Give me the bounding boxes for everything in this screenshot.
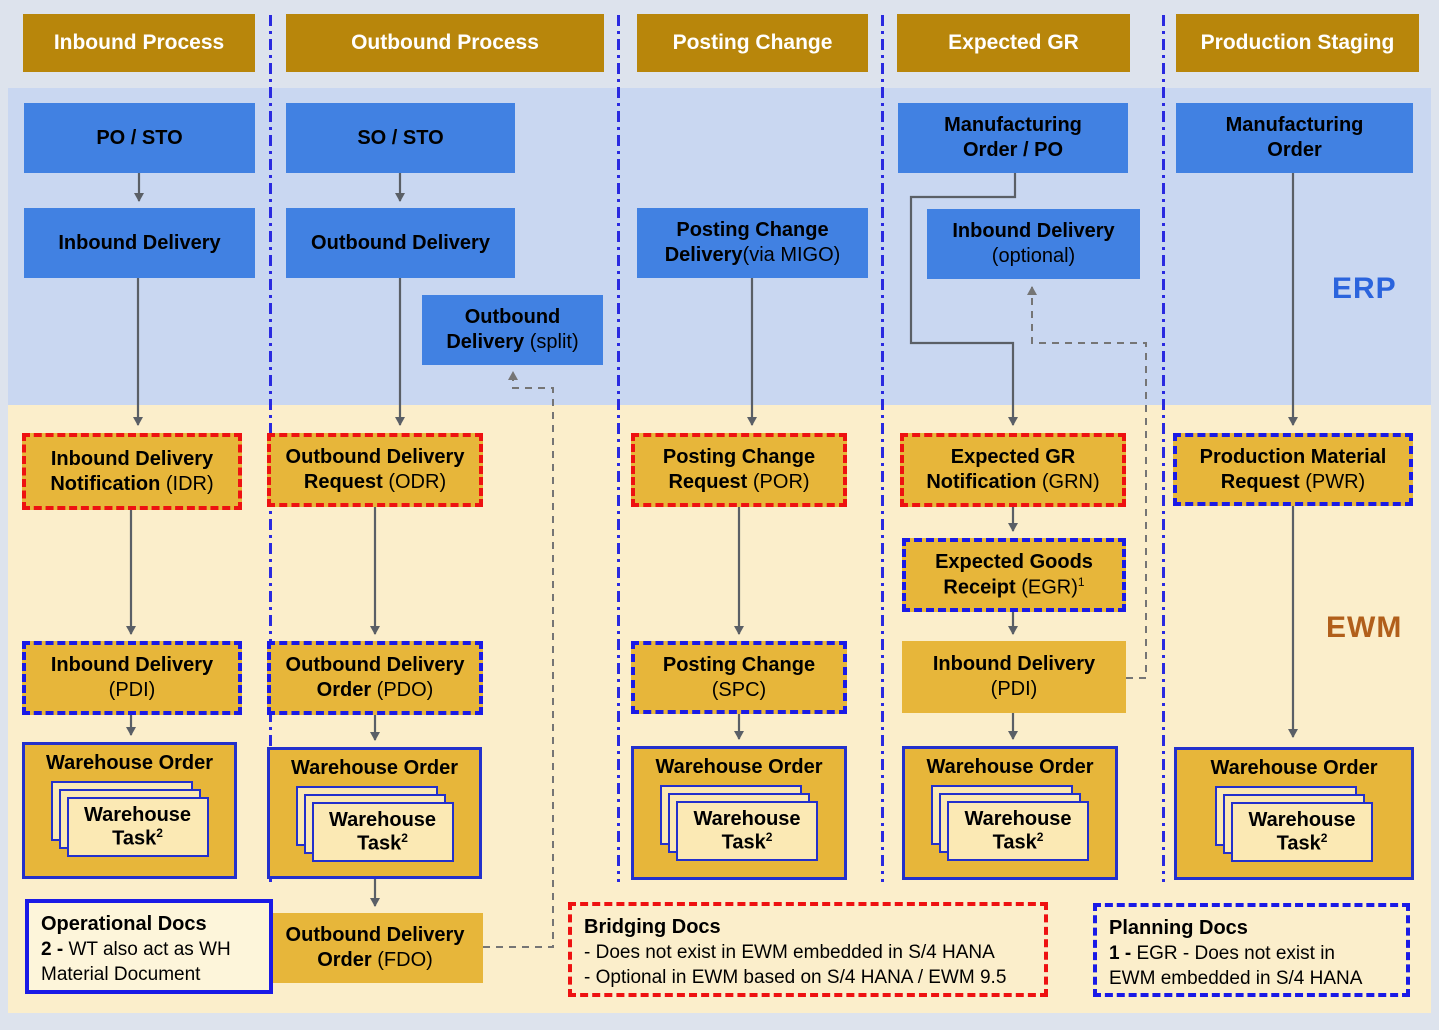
node-inbound-delivery: Inbound Delivery: [24, 208, 255, 278]
legend-note: - Optional in EWM based on S/4 HANA / EW…: [584, 967, 1007, 989]
warehouse-task-stack: Warehouse Task2: [1215, 786, 1373, 864]
legend-note: EWM embedded in S/4 HANA: [1109, 968, 1363, 990]
node-outbound-delivery-split: Outbound Delivery (split): [422, 295, 603, 365]
warehouse-task-card-front: Warehouse Task2: [1231, 802, 1373, 862]
warehouse-order-box-expected-gr: Warehouse Order Warehouse Task2: [902, 746, 1118, 880]
node-production-material-request-pwr: Production Material Request (PWR): [1173, 433, 1413, 506]
legend-operational-docs: Operational Docs 2 - WT also act as WH M…: [25, 899, 273, 994]
warehouse-order-title: Warehouse Order: [45, 752, 214, 774]
legend-note: 2 - WT also act as WH Material Document: [41, 939, 231, 986]
warehouse-task-stack: Warehouse Task2: [931, 785, 1089, 863]
warehouse-task-card-front: Warehouse Task2: [676, 801, 818, 861]
node-expected-gr-notification-grn: Expected GR Notification (GRN): [900, 433, 1126, 507]
warehouse-task-stack: Warehouse Task2: [660, 785, 818, 863]
legend-planning-docs: Planning Docs 1 - EGR - Does not exist i…: [1093, 903, 1410, 997]
legend-note: - Does not exist in EWM embedded in S/4 …: [584, 942, 995, 964]
warehouse-order-box-posting-change: Warehouse Order Warehouse Task2: [631, 746, 847, 880]
erp-zone-label: ERP: [1332, 272, 1397, 305]
warehouse-order-box-production-staging: Warehouse Order Warehouse Task2: [1174, 747, 1414, 880]
node-posting-change-delivery: Posting Change Delivery(via MIGO): [637, 208, 868, 278]
node-inbound-delivery-pdi-expected-gr: Inbound Delivery(PDI): [902, 641, 1126, 713]
legend-title: Planning Docs: [1109, 917, 1248, 939]
warehouse-order-box-outbound: Warehouse Order Warehouse Task2: [267, 747, 482, 879]
warehouse-task-card-front: Warehouse Task2: [66, 797, 209, 857]
warehouse-order-title: Warehouse Order: [290, 757, 459, 779]
warehouse-task-card-front: Warehouse Task2: [947, 801, 1089, 861]
header-posting-change: Posting Change: [637, 14, 868, 72]
legend-title: Operational Docs: [41, 913, 207, 935]
ewm-zone-label: EWM: [1326, 611, 1403, 644]
node-inbound-delivery-pdi: Inbound Delivery(PDI): [22, 641, 242, 715]
node-outbound-delivery-request-odr: Outbound Delivery Request (ODR): [267, 433, 483, 507]
node-outbound-delivery-order-pdo: Outbound Delivery Order (PDO): [267, 641, 483, 715]
warehouse-order-title: Warehouse Order: [655, 756, 823, 778]
node-inbound-delivery-notification-idr: Inbound Delivery Notification (IDR): [22, 433, 242, 510]
warehouse-order-title: Warehouse Order: [926, 756, 1094, 778]
column-separator: [617, 15, 620, 882]
legend-title: Bridging Docs: [584, 916, 721, 938]
node-expected-goods-receipt-egr: Expected Goods Receipt (EGR)1: [902, 538, 1126, 612]
warehouse-order-box-inbound: Warehouse Order Warehouse Task2: [22, 742, 237, 879]
header-outbound-process: Outbound Process: [286, 14, 604, 72]
node-manufacturing-order-po: Manufacturing Order / PO: [898, 103, 1128, 173]
node-inbound-delivery-optional: Inbound Delivery(optional): [927, 209, 1140, 279]
header-production-staging: Production Staging: [1176, 14, 1419, 72]
warehouse-task-card-front: Warehouse Task2: [311, 802, 454, 862]
header-inbound-process: Inbound Process: [23, 14, 255, 72]
node-posting-change-request-por: Posting Change Request (POR): [631, 433, 847, 507]
node-outbound-delivery: Outbound Delivery: [286, 208, 515, 278]
header-expected-gr: Expected GR: [897, 14, 1130, 72]
legend-note: 1 - EGR - Does not exist in: [1109, 943, 1335, 965]
node-so-sto: SO / STO: [286, 103, 515, 173]
node-outbound-delivery-order-fdo: Outbound Delivery Order (FDO): [267, 913, 483, 983]
warehouse-task-stack: Warehouse Task2: [50, 781, 209, 859]
column-separator: [881, 15, 884, 882]
warehouse-task-stack: Warehouse Task2: [295, 786, 454, 864]
legend-bridging-docs: Bridging Docs - Does not exist in EWM em…: [568, 902, 1048, 997]
warehouse-order-title: Warehouse Order: [1210, 757, 1378, 779]
column-separator: [1162, 15, 1165, 882]
node-manufacturing-order: Manufacturing Order: [1176, 103, 1413, 173]
node-po-sto: PO / STO: [24, 103, 255, 173]
node-posting-change-spc: Posting Change(SPC): [631, 641, 847, 714]
